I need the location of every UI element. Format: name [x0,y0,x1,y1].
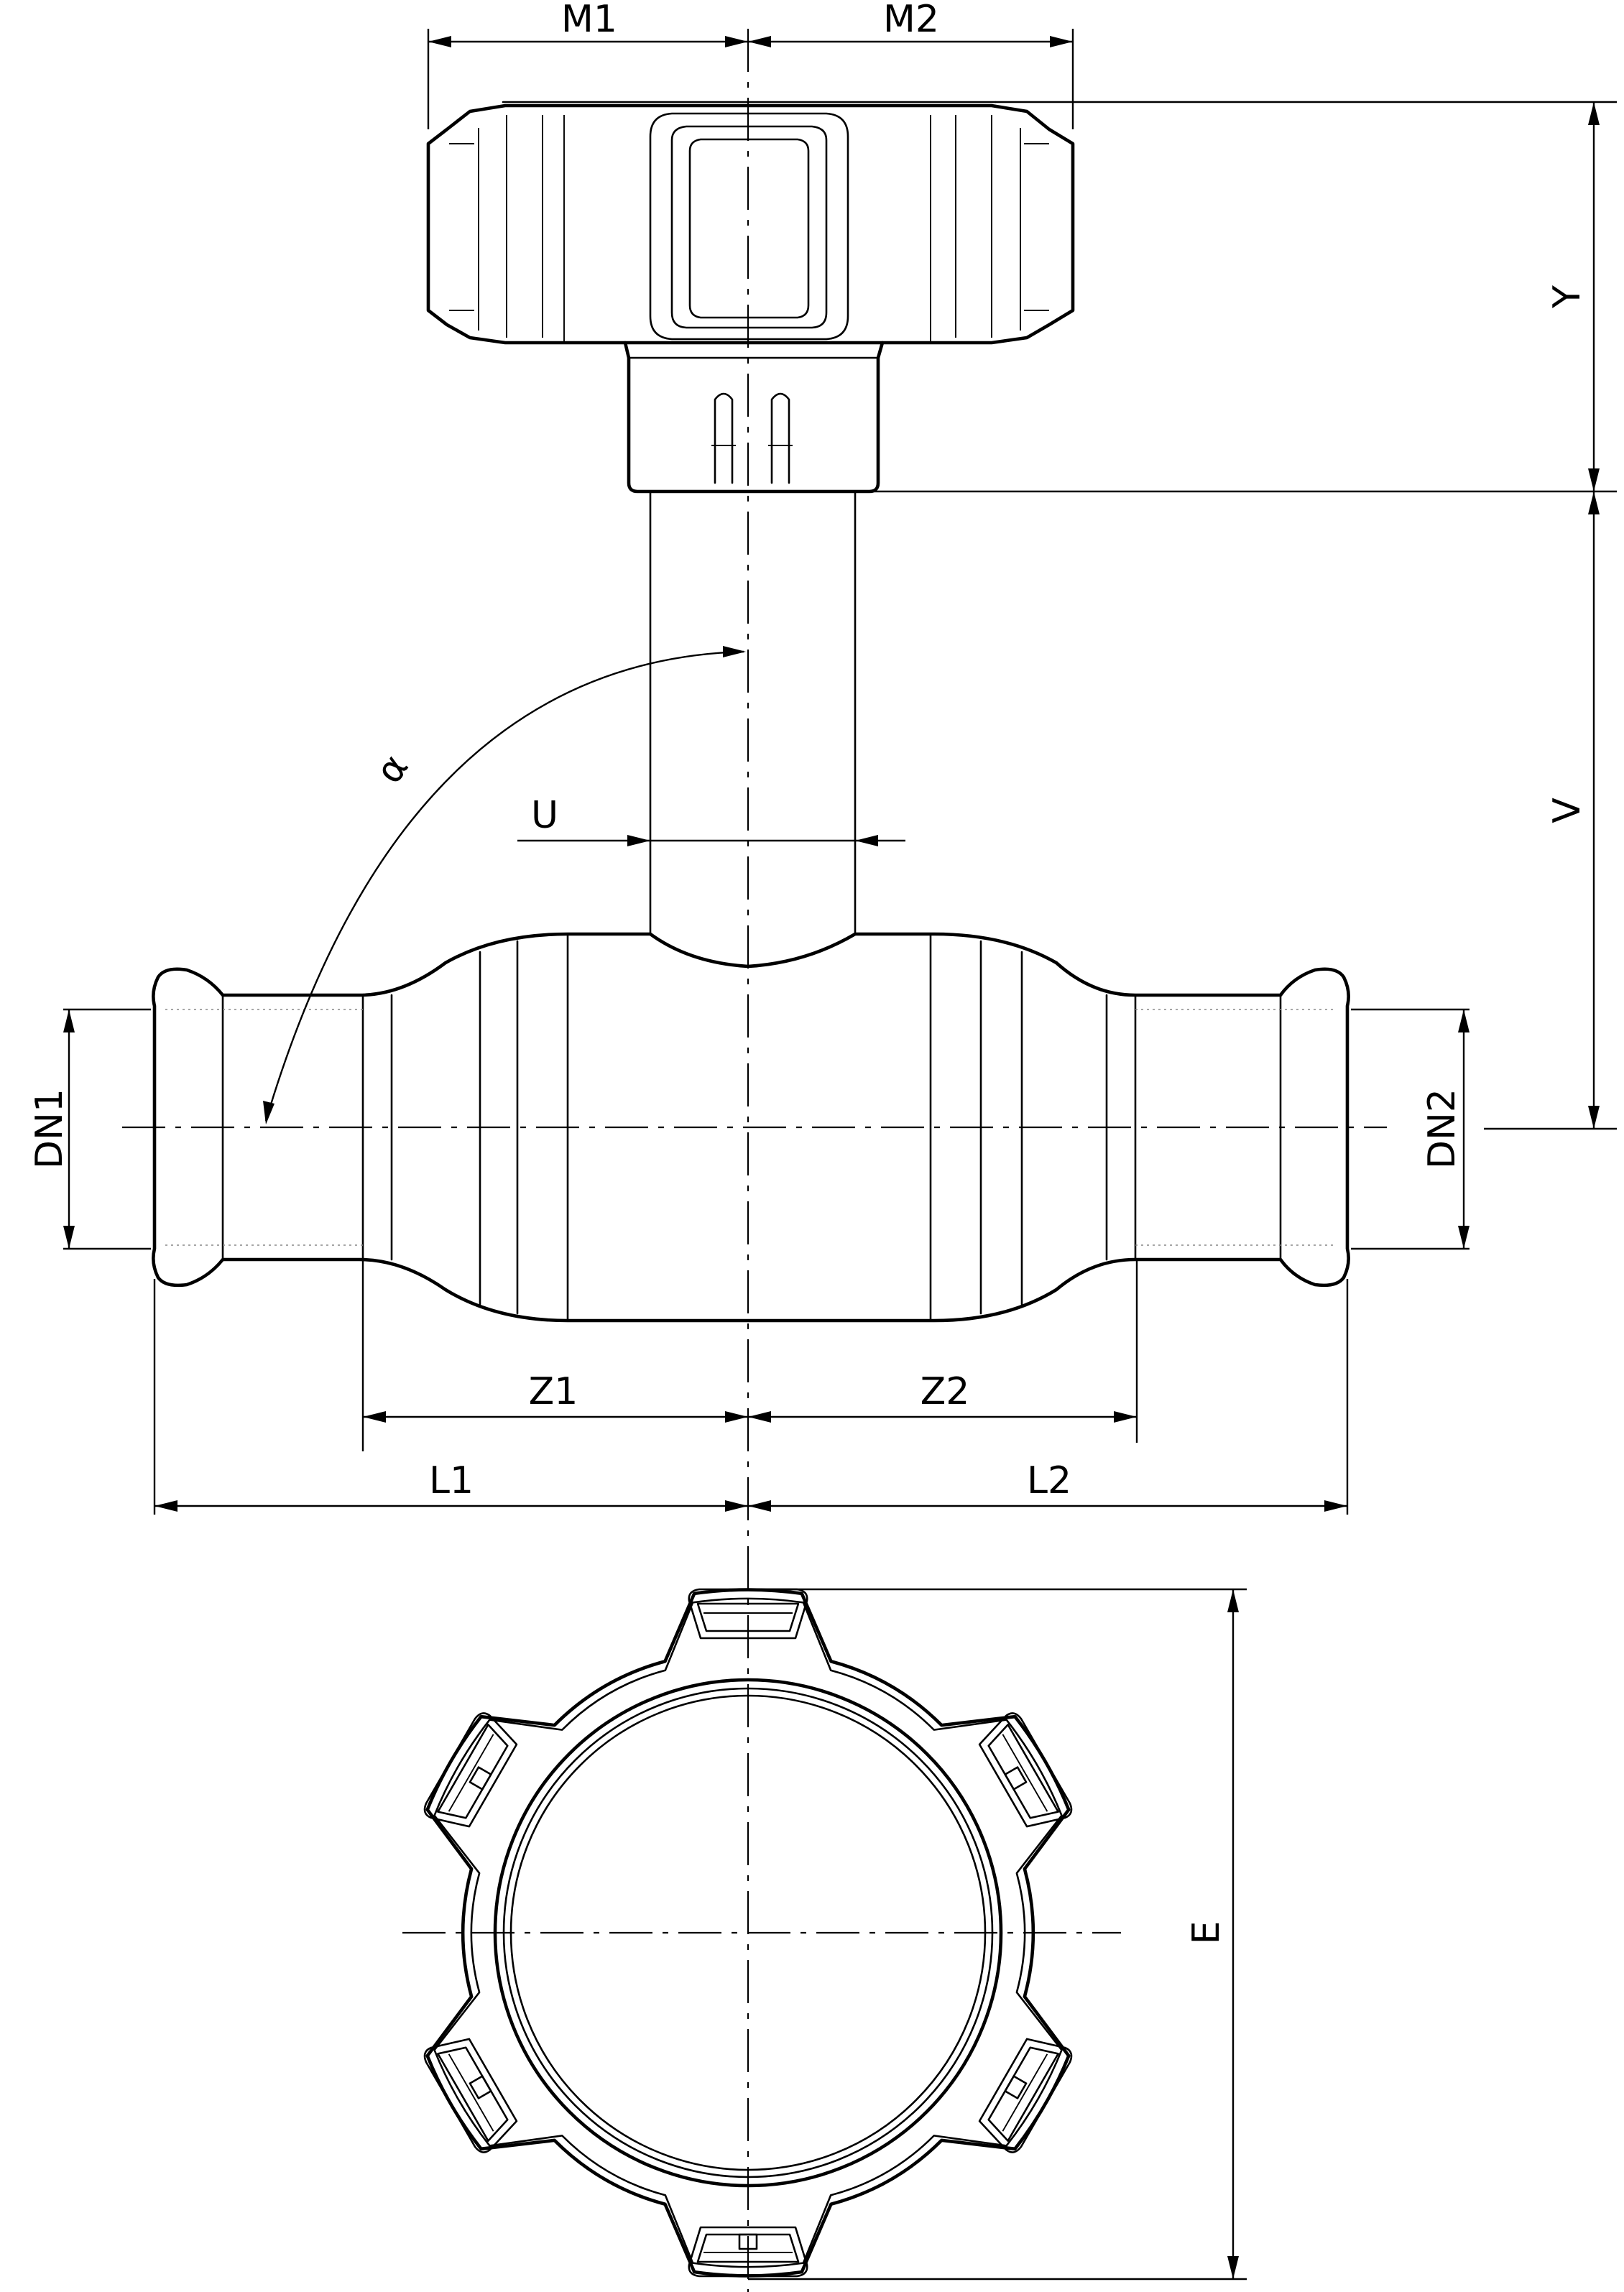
label-m1: M1 [561,0,617,41]
lobe-square-mark [469,1766,492,1790]
label-l2: L2 [1027,1459,1071,1502]
handwheel-side-view [426,101,1075,345]
label-dn2: DN2 [1421,1089,1464,1169]
label-u: U [531,794,558,837]
lobe-square-mark [469,2075,492,2099]
dimension-dn1 [63,1008,151,1250]
handwheel-lobe [978,1712,1073,1828]
label-e: E [1185,1921,1228,1945]
dimension-y-v [862,101,1617,1130]
valve-neck [623,341,885,935]
label-y: Y [1546,285,1589,309]
label-z2: Z2 [921,1370,970,1413]
label-l1: L1 [429,1459,474,1502]
dimension-z1-z2 [361,1261,1138,1451]
label-z1: Z1 [529,1370,578,1413]
dimension-u [517,835,905,846]
handwheel-lobe [688,2226,808,2278]
label-v: V [1546,798,1589,823]
handwheel-lobe [423,1712,518,1828]
valve-body [152,932,1350,1323]
dimension-dn2 [1351,1008,1470,1250]
lobe-square-mark [1004,1766,1028,1790]
handwheel-lobe [423,2038,518,2153]
lobe-square-mark [738,2233,758,2250]
label-dn1: DN1 [28,1089,71,1169]
dimension-e [748,1588,1247,2281]
label-m2: M2 [883,0,939,41]
dimension-l1-l2 [153,1279,1349,1515]
lobe-square-mark [1004,2075,1028,2099]
center-lines [122,29,1387,2292]
dimension-m1-m2 [427,29,1074,129]
label-alpha: α [368,747,417,791]
dimension-alpha [263,646,746,1124]
handwheel-lobe [978,2038,1073,2153]
handwheel-lobe [688,1588,808,1640]
